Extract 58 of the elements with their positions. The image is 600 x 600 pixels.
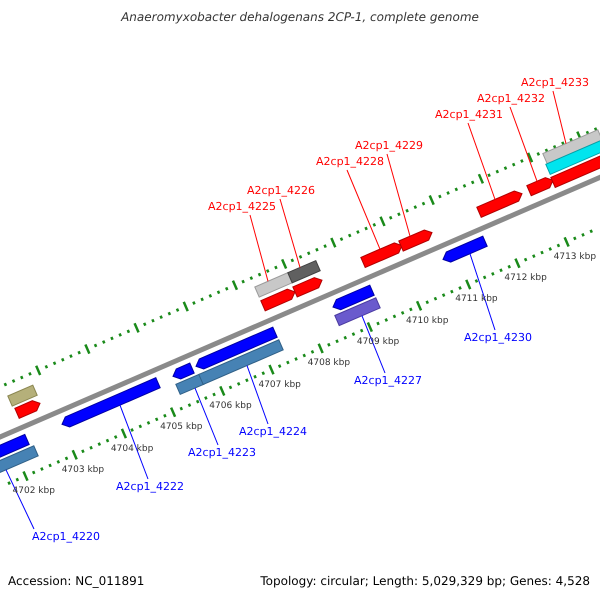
gene-block [476, 190, 523, 218]
gene-label: A2cp1_4226 [247, 184, 316, 197]
gene-block [398, 229, 433, 252]
gene-block [0, 434, 30, 459]
scale-label: 4705 kbp [160, 421, 202, 434]
gene-block [334, 297, 381, 326]
gene-block [14, 400, 41, 419]
gene-block [175, 373, 205, 396]
leader-line [510, 106, 538, 182]
gene-label: A2cp1_4220 [32, 530, 100, 543]
leader-line [346, 170, 380, 250]
gene-label: A2cp1_4227 [354, 374, 422, 387]
leader-line [6, 469, 34, 530]
leader-line [362, 315, 386, 374]
gene-label: A2cp1_4231 [435, 108, 504, 121]
leader-line [552, 90, 566, 144]
leader-line [120, 404, 148, 480]
scale-label: 4712 kbp [504, 272, 547, 286]
scale-label: 4708 kbp [308, 357, 350, 370]
scale-label: 4706 kbp [209, 400, 252, 413]
leader-line [470, 253, 496, 330]
gene-block [198, 339, 284, 386]
gene-label: A2cp1_4224 [239, 425, 308, 438]
gene-label: A2cp1_4228 [316, 155, 384, 168]
scale-label: 4710 kbp [406, 314, 448, 328]
gene-block [7, 384, 38, 407]
gene-block [61, 377, 161, 428]
accession-note: Accession: NC_011891 [8, 575, 144, 588]
leader-line [194, 388, 218, 446]
leader-line [468, 122, 496, 200]
gene-label: A2cp1_4223 [188, 446, 256, 459]
scale-label: 4713 kbp [554, 250, 596, 264]
gene-label: A2cp1_4222 [116, 480, 184, 493]
gene-block [332, 284, 375, 310]
title: Anaeromyxobacter dehalogenans 2CP-1, complete genome [120, 11, 480, 24]
scale-label: 4707 kbp [258, 378, 301, 392]
gene-block [260, 288, 296, 312]
gene-block [442, 236, 488, 263]
gene-label: A2cp1_4225 [208, 200, 276, 213]
gene-block [550, 154, 600, 188]
leader-line [280, 198, 300, 268]
gene-block [526, 177, 554, 196]
gene-block [292, 277, 323, 298]
gene-label: A2cp1_4230 [464, 331, 532, 344]
gene-block [172, 362, 195, 380]
gene-block [254, 272, 293, 298]
gene-block [360, 242, 403, 268]
leader-line [246, 365, 268, 424]
gene-label: A2cp1_4229 [355, 139, 424, 152]
gene-block [195, 326, 278, 370]
gene-block [287, 260, 321, 284]
gene-label: A2cp1_4233 [521, 76, 590, 89]
scale-label: 4704 kbp [110, 442, 154, 456]
gene-label: A2cp1_4232 [477, 92, 546, 105]
leader-line [386, 154, 410, 237]
genome-stats-note: Topology: circular; Length: 5,029,329 bp; Genes: 4,528 [260, 575, 590, 588]
gene-block [542, 129, 600, 164]
scale-label: 4703 kbp [62, 464, 104, 477]
